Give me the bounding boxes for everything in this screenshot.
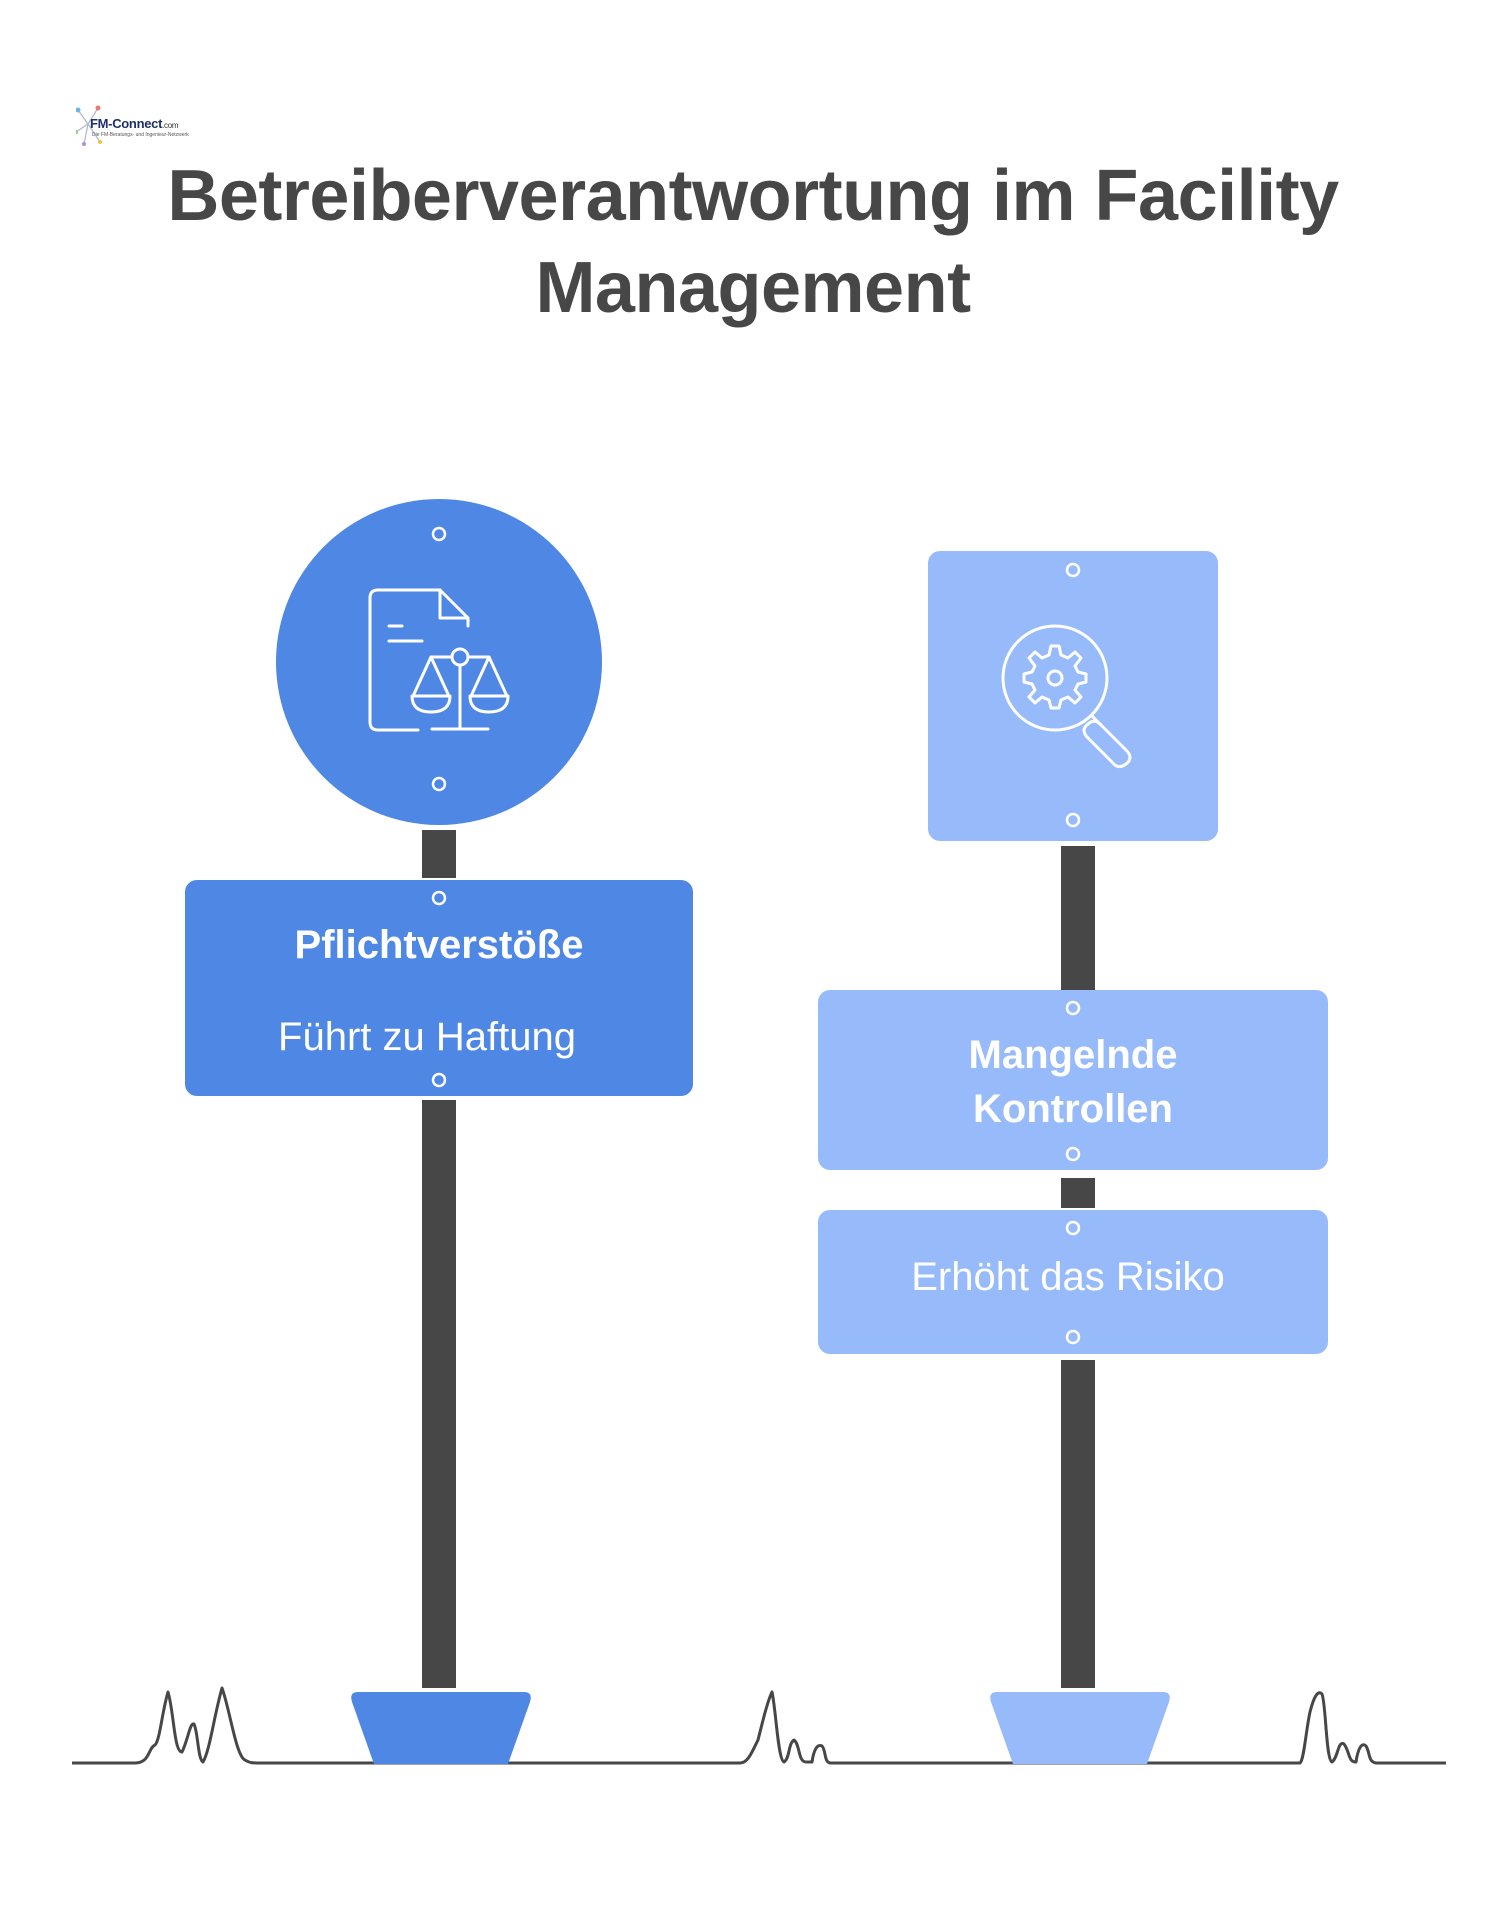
rivet: [1065, 1146, 1081, 1162]
logo-name: FM-Connect: [90, 116, 163, 131]
left-text-sign: [185, 880, 693, 1096]
logo-burst-icon: [76, 105, 102, 146]
right-sign-subtext: Erhöht das Risiko: [911, 1255, 1225, 1299]
left-pole-upper: [422, 830, 456, 878]
rivet: [431, 890, 447, 906]
rivet: [431, 526, 447, 542]
left-sign-heading: Pflichtverstöße: [294, 923, 584, 967]
left-base: [351, 1692, 531, 1764]
left-round-sign: [276, 499, 602, 825]
right-base: [990, 1692, 1170, 1764]
right-heading-sign: [818, 990, 1328, 1170]
rivet: [1065, 562, 1081, 578]
left-pole-lower: [422, 1100, 456, 1688]
right-square-sign: [928, 551, 1218, 841]
right-pole-middle: [1061, 1178, 1095, 1208]
page-title: Betreiberverantwortung im Facility Manag…: [167, 156, 1339, 328]
rivet: [1065, 1000, 1081, 1016]
fm-connect-logo: FM-Connect.com Die FM-Beratungs- und Ing…: [76, 102, 189, 148]
left-sign-subtext: Führt zu Haftung: [278, 1015, 576, 1059]
rivet: [1065, 812, 1081, 828]
gear-magnifier-icon: [1001, 624, 1132, 769]
rivet: [1065, 1329, 1081, 1345]
ground-line: [72, 1686, 1446, 1765]
logo-tagline: Die FM-Beratungs- und Ingenieur-Netzwerk: [92, 132, 189, 138]
right-pole-upper: [1061, 846, 1095, 990]
right-pole-lower: [1061, 1360, 1095, 1688]
rivet: [1065, 1220, 1081, 1236]
document-scales-icon: [368, 588, 510, 732]
rivet: [431, 776, 447, 792]
right-subtext-sign: [818, 1210, 1328, 1354]
logo-suffix: .com: [162, 121, 179, 130]
rivet: [431, 1072, 447, 1088]
right-sign-heading: Mangelnde Kontrollen: [968, 1033, 1178, 1131]
